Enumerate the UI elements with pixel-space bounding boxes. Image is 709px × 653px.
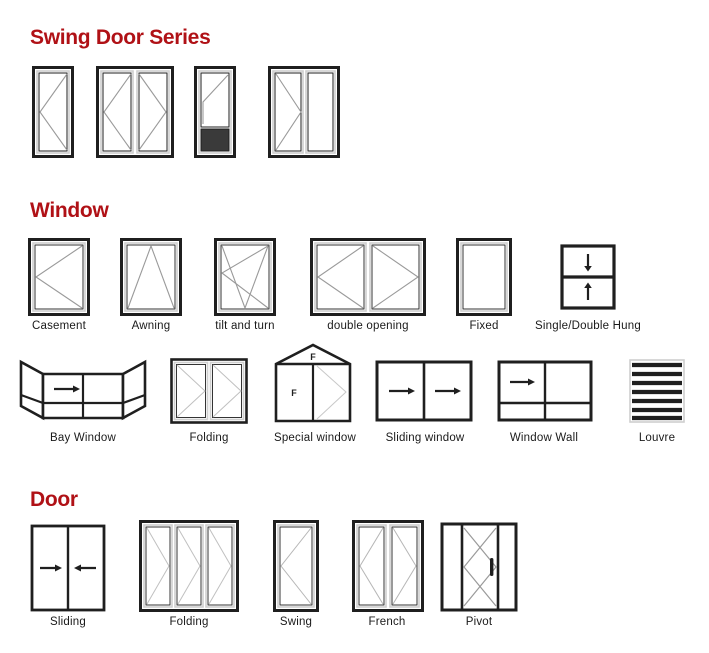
figure-single-double-hung (560, 244, 616, 310)
caption-single-double-hung: Single/Double Hung (535, 320, 641, 332)
caption-fixed: Fixed (469, 320, 499, 332)
figure-swing-leaf-plus-fixed (268, 66, 340, 158)
special-window-mark-left: F (291, 388, 297, 398)
caption-bay-window: Bay Window (50, 432, 116, 444)
figure-double-opening (310, 238, 426, 316)
figure-folding-window (170, 358, 248, 424)
figure-swing-with-panel (194, 66, 236, 158)
caption-special-window: Special window (273, 432, 357, 444)
figure-bay-window (18, 358, 148, 424)
right-arrow-icon (54, 385, 80, 393)
figure-door-folding (139, 520, 239, 612)
caption-sliding-window: Sliding window (385, 432, 465, 444)
figure-door-french (352, 520, 424, 612)
figure-fixed (456, 238, 512, 316)
caption-awning: Awning (131, 320, 171, 332)
caption-folding-window: Folding (189, 432, 229, 444)
caption-double-opening: double opening (327, 320, 409, 332)
figure-door-pivot (440, 522, 518, 612)
left-arrow-icon-right-leaf (74, 564, 96, 572)
figure-door-swing (273, 520, 319, 612)
figure-casement (28, 238, 90, 316)
section-title-door: Door (30, 488, 78, 511)
caption-door-pivot: Pivot (465, 616, 493, 628)
special-window-mark-top: F (310, 352, 316, 362)
figure-window-wall (497, 360, 593, 422)
caption-door-sliding: Sliding (50, 616, 86, 628)
door-handle-icon (490, 558, 494, 576)
figure-special-window: F F (272, 342, 354, 424)
right-arrow-icon-left-leaf (40, 564, 62, 572)
down-arrow-icon (584, 254, 592, 272)
figure-tilt-and-turn (214, 238, 276, 316)
figure-swing-single (32, 66, 74, 158)
figure-louvre (628, 358, 686, 424)
figure-door-sliding (30, 524, 106, 612)
caption-door-folding: Folding (169, 616, 209, 628)
right-arrow-icon-right-sash (435, 387, 461, 395)
caption-window-wall: Window Wall (509, 432, 579, 444)
caption-door-french: French (368, 616, 406, 628)
figure-swing-double (96, 66, 174, 158)
caption-louvre: Louvre (638, 432, 676, 444)
section-title-window: Window (30, 199, 109, 222)
section-title-swing-door-series: Swing Door Series (30, 26, 211, 49)
caption-door-swing: Swing (279, 616, 313, 628)
caption-tilt-and-turn: tilt and turn (215, 320, 275, 332)
up-arrow-icon (584, 282, 592, 300)
right-arrow-icon (510, 378, 535, 386)
caption-casement: Casement (31, 320, 86, 332)
right-arrow-icon-left-sash (389, 387, 415, 395)
figure-sliding-window (375, 360, 473, 422)
figure-awning (120, 238, 182, 316)
